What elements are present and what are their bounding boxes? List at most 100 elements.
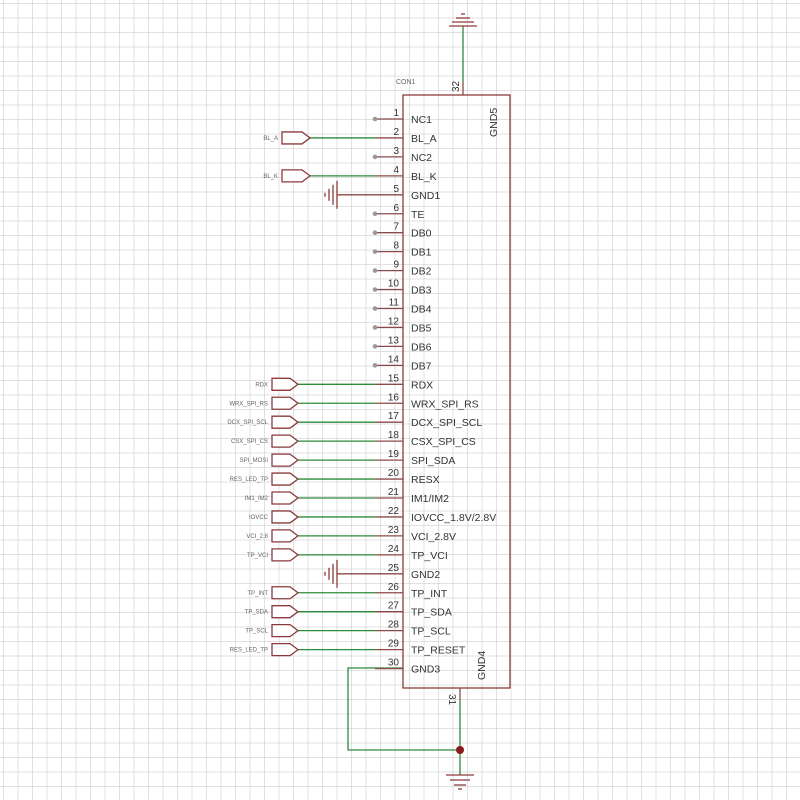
- pin-name: TE: [411, 209, 424, 221]
- net-port-label: RDX: [255, 382, 268, 388]
- net-port-icon[interactable]: [271, 586, 300, 600]
- pin-name: NC1: [411, 114, 432, 126]
- pin-number: 31: [446, 694, 457, 706]
- pin-number: 32: [451, 80, 462, 92]
- net-port-label: IM1_IM2: [245, 496, 269, 502]
- pin-number: 9: [393, 260, 399, 271]
- net-port-icon[interactable]: [271, 642, 300, 657]
- pin-name: DB0: [411, 228, 432, 240]
- net-port-label: SPI_MOSI: [240, 458, 269, 464]
- ground-icon: [324, 180, 338, 209]
- net-port-icon[interactable]: [271, 453, 300, 467]
- pin-4[interactable]: 4BL_KBL_K: [263, 165, 436, 183]
- pin-name: IM1/IM2: [411, 493, 449, 505]
- pin-name: IOVCC_1.8V/2.8V: [411, 512, 496, 524]
- net-port-icon[interactable]: [271, 529, 300, 543]
- pin-6[interactable]: 6TE: [372, 203, 425, 221]
- net-port-icon[interactable]: [271, 624, 300, 638]
- net-port-icon[interactable]: [271, 434, 300, 448]
- net-port-icon[interactable]: [271, 510, 300, 524]
- no-connect-dot: [372, 268, 378, 273]
- component-body[interactable]: [402, 94, 511, 689]
- no-connect-dot: [372, 230, 378, 235]
- net-port-label: TP_SCL: [245, 629, 268, 635]
- net-port-label: WRX_SPI_RS: [229, 401, 268, 407]
- net-port-label: RES_LED_TP: [230, 648, 268, 654]
- net-port-icon[interactable]: [281, 131, 312, 145]
- pin-number: 25: [388, 563, 400, 574]
- pin-number: 6: [393, 203, 399, 214]
- pin-name: DB1: [411, 247, 432, 259]
- net-port-icon[interactable]: [271, 491, 300, 505]
- no-connect-dot: [372, 306, 378, 311]
- net-port-label: VCI_2.8: [246, 534, 268, 540]
- no-connect-dot: [372, 116, 378, 122]
- net-port-label: CSX_SPI_CS: [231, 439, 268, 445]
- pin-number: 26: [388, 582, 400, 593]
- net-port-icon[interactable]: [281, 169, 312, 183]
- pin-number: 16: [388, 392, 400, 403]
- pin-name: DCX_SPI_SCL: [411, 417, 482, 429]
- ground-symbol-top: [449, 13, 477, 27]
- pin-number: 8: [393, 241, 399, 252]
- no-connect-dot: [372, 344, 378, 349]
- net-port-label: IOVCC: [249, 515, 269, 521]
- pin-name: VCI_2.8V: [411, 531, 456, 543]
- top-pin-32[interactable]: 32 GND5: [451, 26, 500, 137]
- net-port-icon[interactable]: [271, 605, 300, 619]
- net-port-icon[interactable]: [271, 396, 300, 410]
- pin-number: 5: [393, 184, 399, 195]
- pin-number: 17: [388, 411, 400, 422]
- pin-2[interactable]: 2BL_ABL_A: [263, 127, 436, 145]
- net-port-icon[interactable]: [271, 377, 300, 391]
- net-port-icon[interactable]: [271, 415, 300, 429]
- pin-name: DB7: [411, 360, 432, 372]
- net-port-icon[interactable]: [271, 472, 300, 486]
- no-connect-dot: [372, 211, 378, 217]
- component-ref: CON1: [396, 79, 416, 86]
- pin-name: TP_RESET: [411, 645, 466, 657]
- pin-number: 4: [393, 165, 399, 176]
- pin-number: 21: [388, 487, 400, 498]
- pin-name: TP_VCI: [411, 550, 448, 562]
- pin-number: 22: [388, 506, 400, 517]
- net-port-icon[interactable]: [271, 548, 300, 562]
- pin-number: 3: [393, 146, 399, 157]
- pin-name: GND5: [488, 108, 500, 137]
- junction-dot: [456, 746, 464, 754]
- gnd3-loop-wire[interactable]: [347, 667, 460, 751]
- pin-number: 18: [388, 430, 400, 441]
- bottom-pin-31[interactable]: 31 GND4: [446, 651, 488, 775]
- pin-number: 19: [388, 449, 400, 460]
- no-connect-dot: [372, 325, 378, 330]
- pin-name: SPI_SDA: [411, 455, 455, 467]
